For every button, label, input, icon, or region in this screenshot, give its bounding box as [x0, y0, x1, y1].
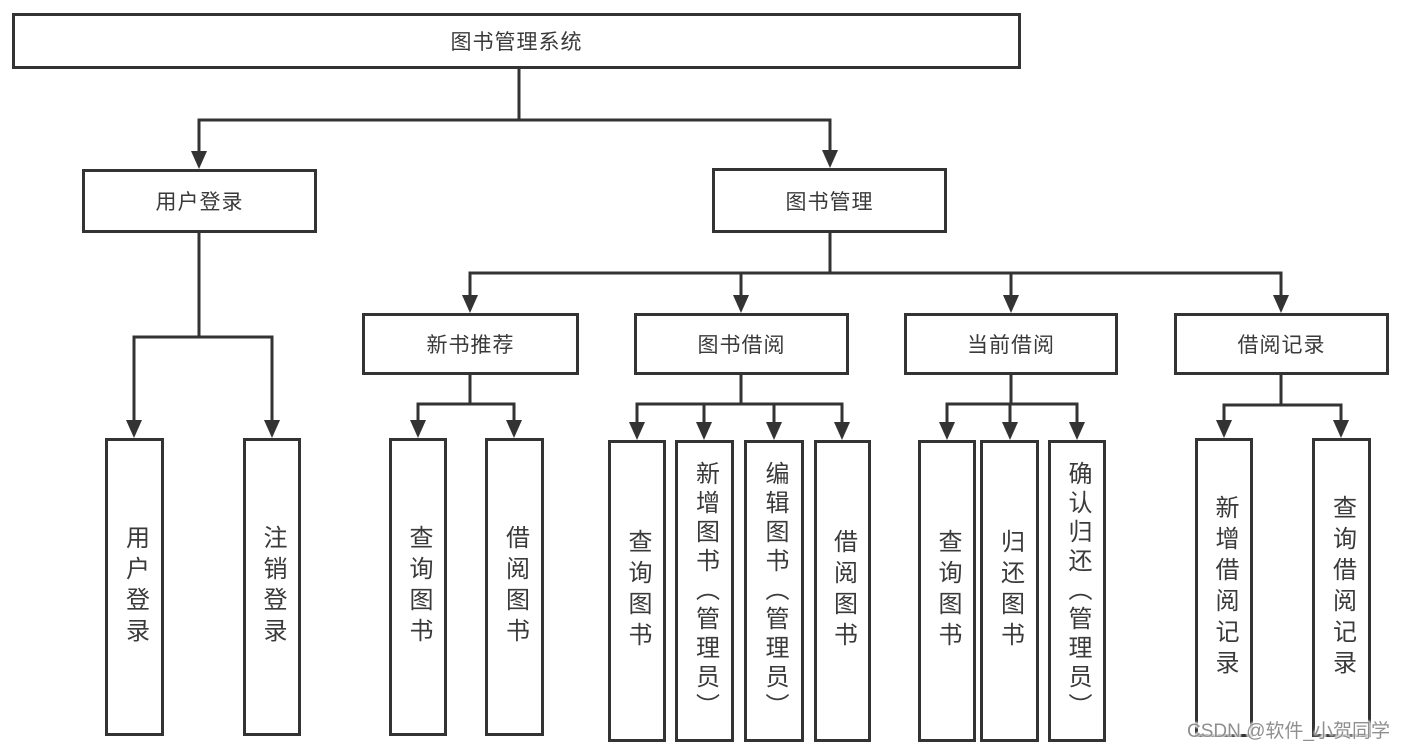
node-user-login-label: 用户登录: [155, 191, 244, 214]
node-borrow-records-label: 借阅记录: [1237, 334, 1326, 357]
leaf-edit-book-admin-label: 编辑图书（管理员）: [761, 460, 788, 722]
leaf-borrow-books-borrow-label: 借阅图书: [829, 529, 857, 653]
leaf-borrow-books-borrow: 借阅图书: [814, 440, 871, 742]
node-root-label: 图书管理系统: [450, 31, 583, 54]
node-book-management-label: 图书管理: [785, 190, 874, 214]
leaf-logout-label: 注销登录: [259, 525, 286, 649]
node-book-borrow: 图书借阅: [634, 313, 849, 375]
node-book-borrow-label: 图书借阅: [697, 334, 786, 357]
leaf-add-borrow-record: 新增借阅记录: [1195, 438, 1253, 737]
node-book-management: 图书管理: [712, 168, 947, 233]
leaf-query-books-current-label: 查询图书: [934, 529, 961, 653]
csdn-watermark: CSDN @软件_小贺同学: [1187, 721, 1390, 742]
leaf-edit-book-admin: 编辑图书（管理员）: [744, 440, 804, 742]
leaf-query-borrow-record-label: 查询借阅记录: [1328, 494, 1356, 681]
node-borrow-records: 借阅记录: [1174, 313, 1389, 375]
leaf-add-borrow-record-label: 新增借阅记录: [1211, 494, 1238, 681]
leaf-query-borrow-record: 查询借阅记录: [1312, 438, 1371, 737]
leaf-query-books-borrow-label: 查询图书: [624, 529, 651, 653]
leaf-return-book-label: 归还图书: [996, 529, 1024, 653]
node-new-book-recommend: 新书推荐: [362, 313, 579, 375]
leaf-borrow-books-recommend: 借阅图书: [485, 438, 544, 736]
node-root: 图书管理系统: [12, 13, 1021, 69]
node-user-login: 用户登录: [82, 169, 317, 233]
leaf-user-login-label: 用户登录: [121, 525, 149, 649]
leaf-borrow-books-recommend-label: 借阅图书: [501, 525, 529, 649]
leaf-add-book-admin-label: 新增图书（管理员）: [691, 460, 719, 722]
leaf-query-books-recommend: 查询图书: [389, 438, 447, 736]
node-new-book-recommend-label: 新书推荐: [426, 334, 515, 357]
leaf-query-books-borrow: 查询图书: [608, 440, 666, 742]
node-current-borrow-label: 当前借阅: [967, 334, 1055, 357]
node-current-borrow: 当前借阅: [904, 313, 1118, 375]
leaf-logout: 注销登录: [243, 438, 301, 736]
leaf-query-books-current: 查询图书: [918, 440, 976, 742]
leaf-return-book: 归还图书: [980, 440, 1039, 742]
arrowheads: [126, 150, 1349, 440]
leaf-user-login: 用户登录: [105, 438, 164, 736]
leaf-add-book-admin: 新增图书（管理员）: [675, 440, 734, 742]
leaf-confirm-return-admin: 确认归还（管理员）: [1048, 440, 1106, 742]
leaf-query-books-recommend-label: 查询图书: [405, 525, 432, 649]
leaf-confirm-return-admin-label: 确认归还（管理员）: [1064, 460, 1091, 722]
